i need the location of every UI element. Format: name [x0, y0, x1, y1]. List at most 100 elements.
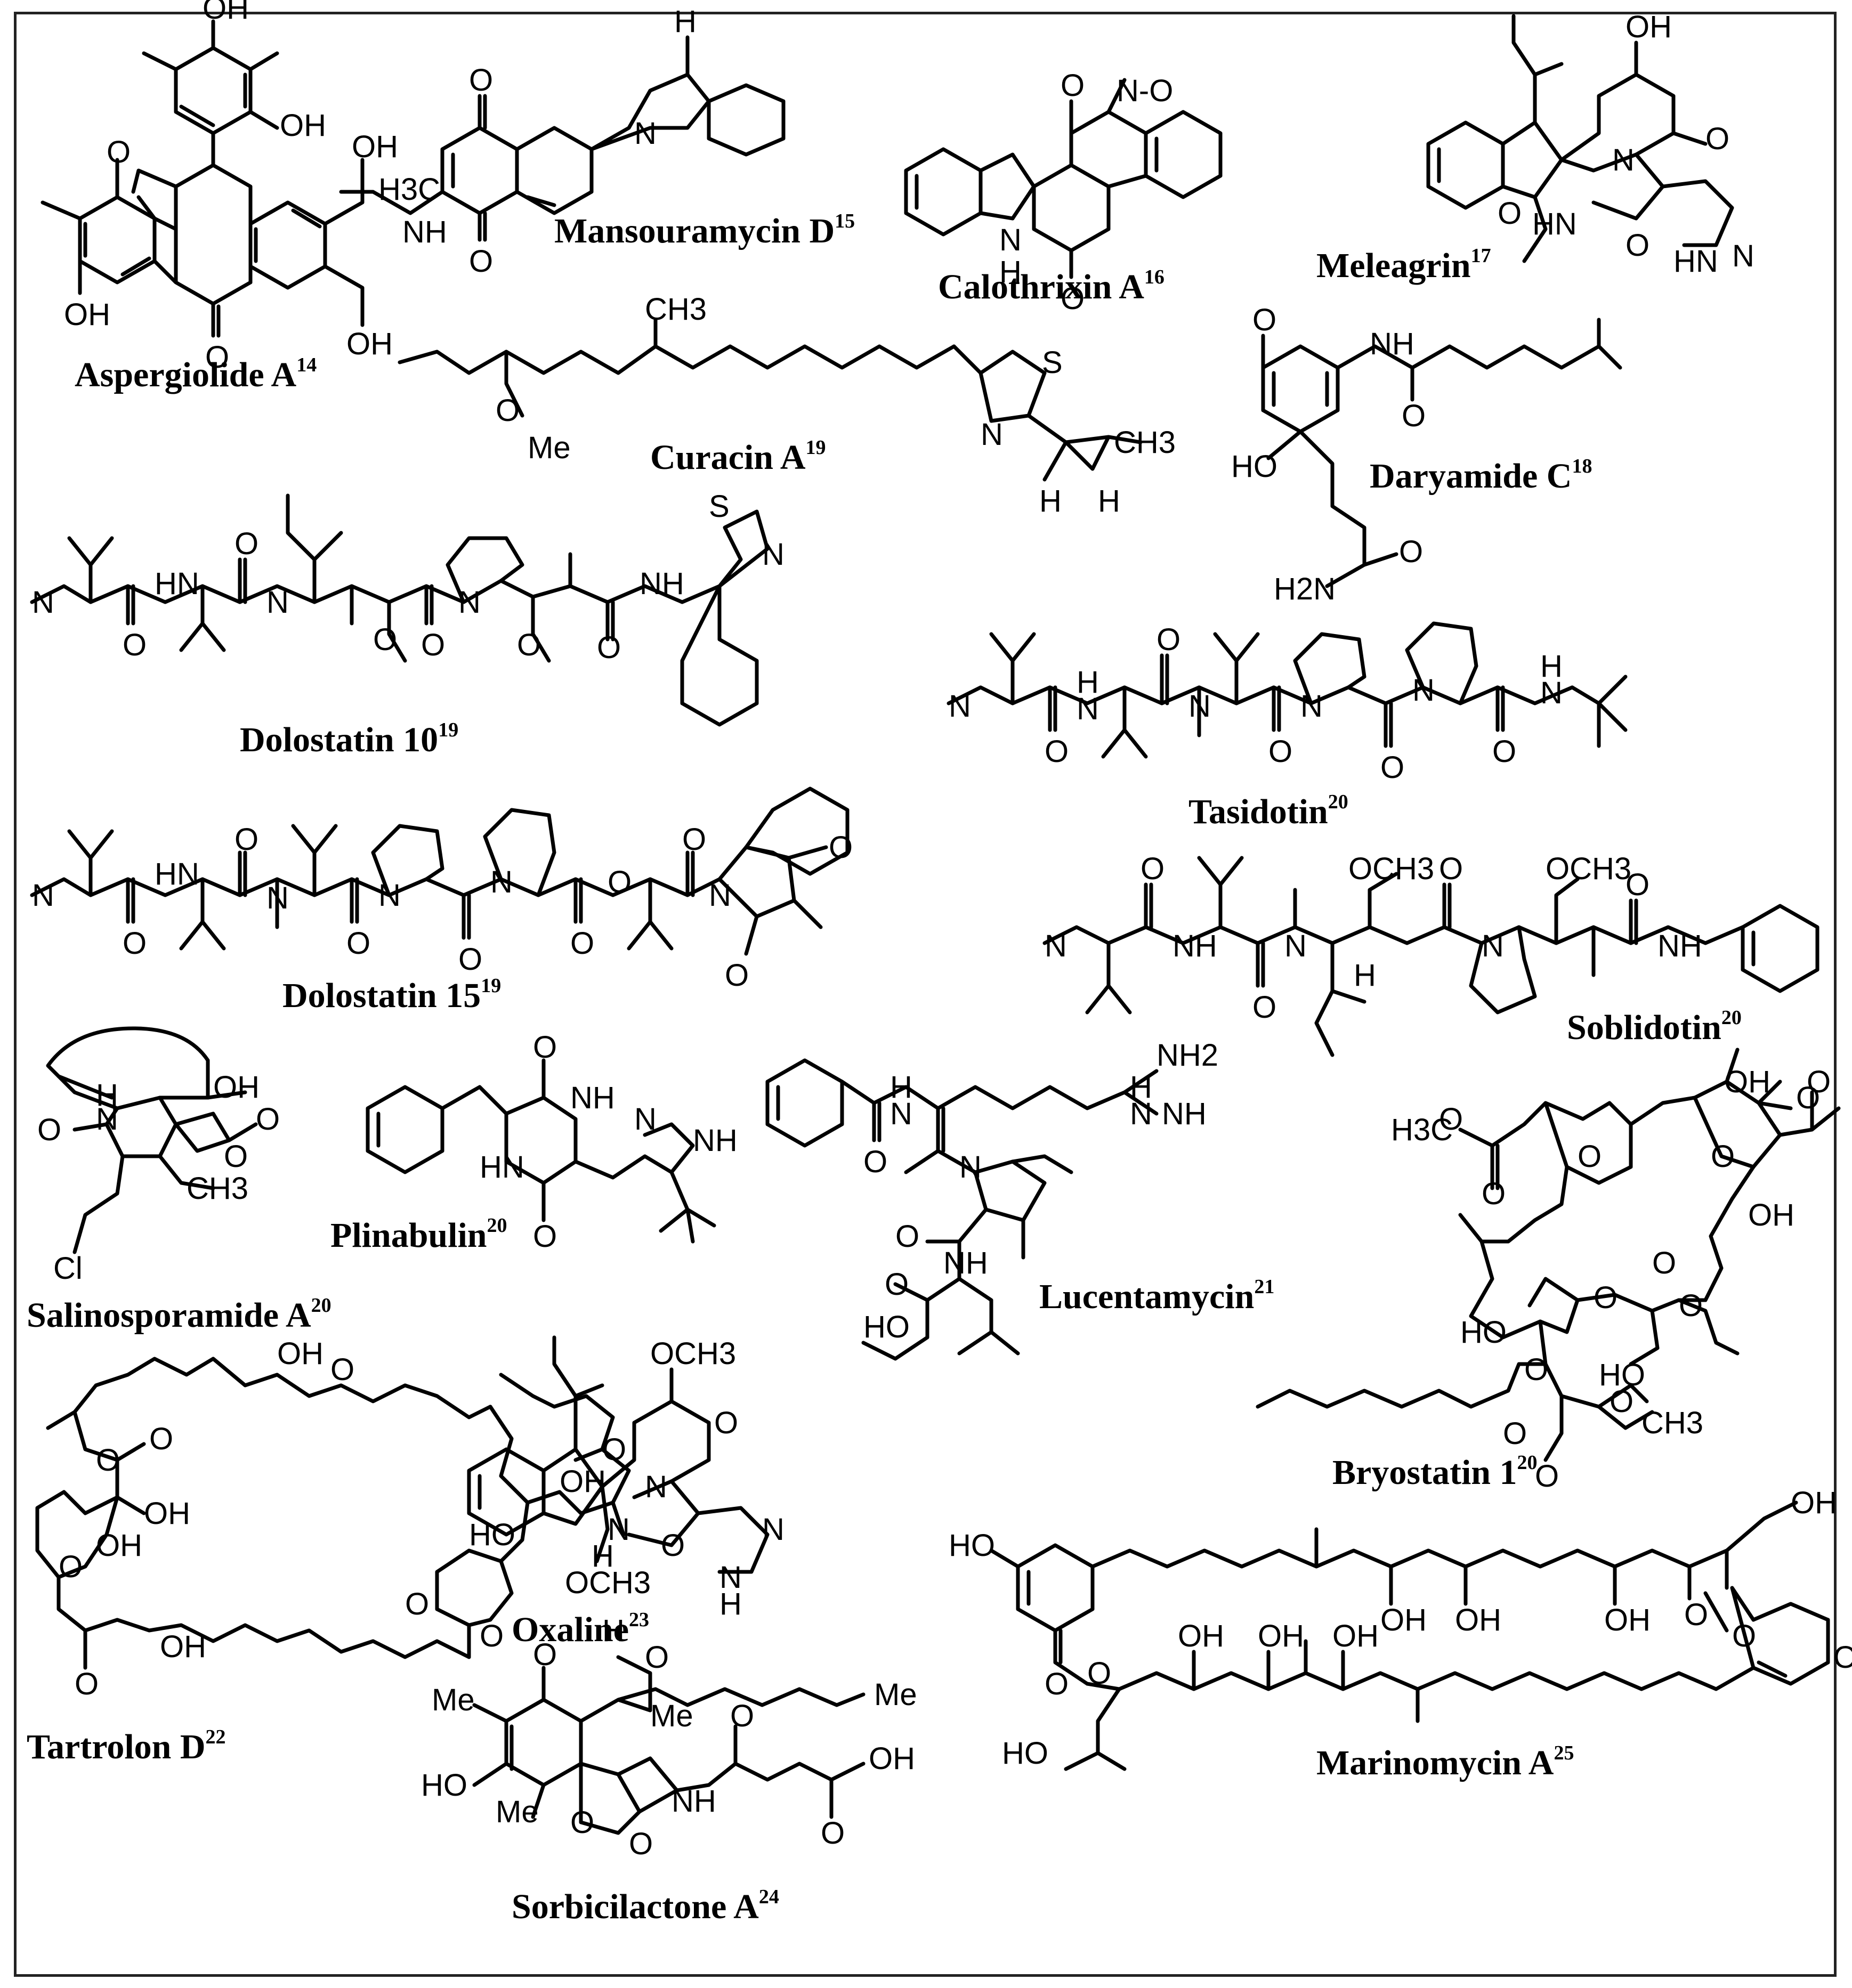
atom-oh: OH [1332, 1619, 1379, 1653]
atom-o: O [256, 1102, 280, 1137]
atom-o: O [1399, 534, 1423, 569]
atom-n: N [949, 689, 971, 724]
atom-o: O [346, 926, 370, 961]
atom-oh: OH [352, 129, 398, 164]
atom-n: N [634, 1102, 657, 1137]
caption-salinosporamide-a: Salinosporamide A20 [27, 1294, 331, 1335]
atom-o: O [517, 628, 541, 662]
atom-oh: OH [203, 0, 249, 26]
atom-o: O [1087, 1656, 1111, 1691]
atom-h: H [1540, 649, 1563, 684]
atom-o: O [224, 1139, 248, 1174]
atom-o: O [533, 1219, 557, 1254]
atom-o: O [37, 1113, 61, 1147]
atom-n: N [981, 417, 1003, 452]
atom-oh: OH [1178, 1619, 1224, 1653]
atom-h: H [592, 1539, 614, 1573]
atom-o: O [1535, 1459, 1559, 1494]
caption-sorbicilactone-a: Sorbicilactone A24 [512, 1886, 779, 1926]
atom-s: S [709, 489, 730, 524]
atom-o: O [59, 1549, 83, 1584]
atom-o: O [714, 1406, 738, 1440]
atom-oh: OH [1724, 1065, 1770, 1099]
atom-nh: NH [570, 1081, 615, 1115]
atom-n: N [1300, 689, 1323, 724]
atom-o: O [1684, 1597, 1708, 1632]
atom-nh: NH [1370, 327, 1414, 361]
caption-aspergiolide-a: Aspergiolide A14 [75, 354, 317, 394]
atom-o: O [96, 1443, 120, 1478]
structure-tartrolon-d: OH O O O OH OH O O OH OH HO O O O [35, 1336, 631, 1701]
atom-nh: NH [693, 1123, 738, 1158]
atom-n: N [1482, 929, 1504, 963]
atom-o: O [885, 1267, 909, 1302]
caption-curacin-a: Curacin A19 [650, 436, 826, 477]
atom-o: O [458, 942, 482, 977]
atom-h: H [1077, 665, 1099, 700]
figure-frame [14, 12, 1837, 1977]
atom-ho: HO [1231, 449, 1277, 484]
atom-cl: Cl [53, 1251, 83, 1286]
atom-o: O [645, 1640, 669, 1675]
atom-h: H [999, 255, 1022, 289]
atom-n: N [890, 1097, 912, 1131]
atom-o: O [821, 1816, 845, 1851]
atom-o: O [1439, 851, 1463, 886]
atom-oh: OH [1380, 1603, 1427, 1637]
atom-ho: HO [421, 1768, 467, 1803]
atom-o: O [1268, 734, 1292, 769]
atom-hn: HN [1673, 244, 1718, 279]
atom-me: Me [650, 1699, 693, 1733]
structure-curacin-a: CH3 O Me S N CH3 H H [398, 292, 1176, 518]
atom-o: O [123, 926, 147, 961]
atom-oh: OH [1455, 1603, 1501, 1637]
atom-nh: NH [672, 1784, 716, 1819]
atom-o: O [1625, 228, 1649, 263]
structure-oxaline: OCH3 O N N H O OCH3 N N H [467, 1335, 785, 1621]
atom-oh: OH [346, 327, 393, 361]
structure-daryamide-c: O NH O HO O H2N [1231, 303, 1622, 606]
atom-o: O [1157, 622, 1180, 657]
atom-o: O [149, 1422, 173, 1456]
atom-o: O [1807, 1065, 1831, 1099]
atom-o: O [1402, 399, 1426, 433]
atom-h: H [96, 1078, 118, 1113]
atom-o: O [1679, 1288, 1703, 1323]
structure-sorbicilactone-a: O H O Me Me Me HO Me O O NH O OH O [421, 1613, 917, 1861]
structure-mansouramycin-d: O O N H H3C NH [339, 4, 786, 279]
atom-n: N [96, 1102, 118, 1137]
atom-o: O [1524, 1352, 1548, 1387]
caption-dolostatin-15: Dolostatin 1519 [282, 975, 501, 1015]
atom-ho: HO [1599, 1358, 1645, 1392]
atom-n: N [1412, 673, 1435, 708]
atom-n: N [490, 865, 513, 899]
atom-me: Me [432, 1683, 475, 1717]
atom-ho: HO [863, 1310, 910, 1344]
atom-o: O [1610, 1384, 1633, 1419]
atom-n: N [634, 116, 657, 151]
atom-oh: OH [1625, 10, 1672, 44]
atom-oh: OH [1833, 1640, 1852, 1675]
atom-o: O [725, 958, 749, 993]
atom-o: O [469, 244, 493, 279]
atom-o: O [1045, 1667, 1069, 1701]
atom-o: O [480, 1619, 504, 1653]
atom-o: O [1061, 68, 1085, 103]
atom-n: N [266, 585, 289, 620]
atom-o: O [1252, 990, 1276, 1025]
atom-o: O [533, 1030, 557, 1065]
atom-ho: HO [1002, 1736, 1048, 1771]
atom-o: O [405, 1587, 429, 1621]
atom-o: O [234, 822, 258, 857]
atom-o: O [1652, 1246, 1676, 1280]
atom-h3c: H3C [1391, 1113, 1453, 1147]
atom-ch3: CH3 [187, 1171, 248, 1206]
atom-o: O [1252, 303, 1276, 337]
atom-o: O [1045, 734, 1069, 769]
atom-o: O [730, 1699, 754, 1733]
atom-oh: OH [96, 1528, 142, 1563]
atom-oh: OH [1258, 1619, 1304, 1653]
atom-och3: OCH3 [1348, 851, 1434, 886]
atom-o: O [234, 526, 258, 561]
caption-meleagrin: Meleagrin17 [1316, 245, 1491, 285]
